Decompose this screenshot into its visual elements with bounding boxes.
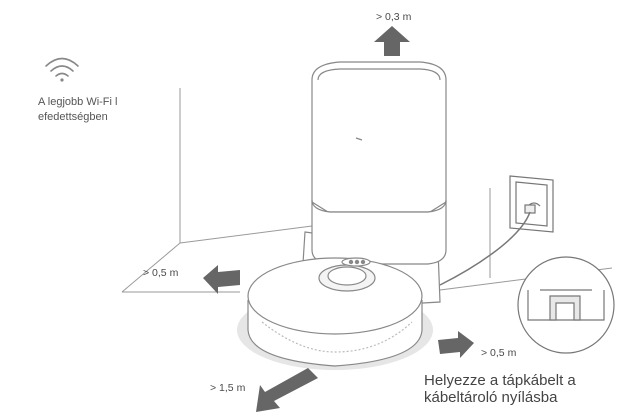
clearance-left-label: > 0,5 m — [143, 267, 179, 279]
wifi-coverage-text: A legjobb Wi-Fi lefedettségben — [38, 96, 118, 123]
wifi-icon — [45, 57, 79, 82]
arrow-up — [374, 26, 410, 56]
wall-outlet — [509, 175, 554, 233]
power-cable — [439, 211, 531, 286]
arrow-left — [203, 265, 240, 294]
auto-empty-station — [311, 61, 447, 265]
arrow-down — [256, 368, 318, 412]
cable-slot-caption: Helyezze a tápkábelt a kábeltároló nyílá… — [424, 372, 576, 406]
arrow-right — [438, 331, 474, 358]
cable-slot-inset — [517, 256, 615, 354]
clearance-front-label: > 1,5 m — [210, 382, 246, 394]
robot-vacuum — [237, 257, 433, 370]
clearance-right-label: > 0,5 m — [481, 347, 517, 359]
clearance-top-label: > 0,3 m — [376, 11, 412, 23]
